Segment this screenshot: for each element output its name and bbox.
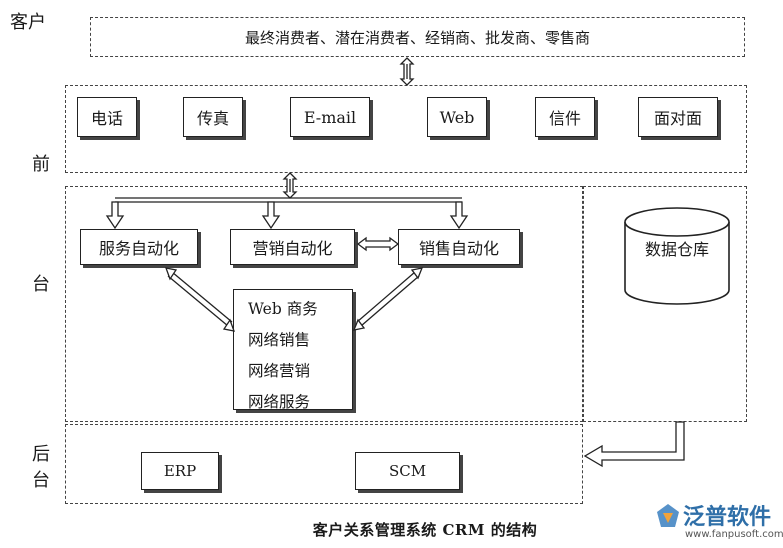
logo-icon [657, 504, 679, 527]
channels-region [65, 85, 747, 173]
label-back-1: 后 [32, 444, 50, 465]
front-office-region [65, 186, 583, 422]
watermark-logo: 泛普软件 www.fanpusoft.com [655, 497, 783, 545]
service-automation-box: 服务自动化 [80, 229, 198, 265]
web-services-list: Web 商务 网络销售 网络营销 网络服务 [233, 289, 353, 411]
logo-name: 泛普软件 [683, 505, 772, 530]
channel-email: E-mail [290, 97, 370, 137]
back-office-region [65, 424, 583, 504]
label-front-1: 前 [32, 154, 50, 175]
arrow-service-list [164, 267, 236, 332]
customer-row-text: 最终消费者、潜在消费者、经销商、批发商、零售商 [244, 28, 590, 47]
data-warehouse-label: 数据仓库 [644, 240, 709, 259]
web-list-item: 网络销售 [248, 331, 311, 349]
data-warehouse-cylinder [624, 207, 730, 305]
arrow-marketing-sales [356, 236, 400, 252]
marketing-automation-box: 营销自动化 [230, 229, 355, 265]
web-list-item: 网络营销 [248, 362, 311, 380]
erp-box: ERP [141, 452, 219, 490]
channel-face-to-face: 面对面 [638, 97, 718, 137]
arrows-to-automation [105, 201, 469, 230]
arrow-channels-front [282, 172, 298, 199]
sales-automation-box: 销售自动化 [398, 229, 520, 265]
label-front-2: 台 [32, 274, 50, 295]
channel-web: Web [427, 97, 487, 137]
channel-fax: 传真 [183, 97, 243, 137]
scm-box: SCM [355, 452, 460, 490]
label-customer: 客户 [10, 12, 46, 33]
arrow-customer-channels [399, 57, 415, 86]
customer-row-box [90, 17, 745, 57]
channel-phone: 电话 [77, 97, 137, 137]
web-list-item: 网络服务 [248, 393, 311, 411]
distribution-bar [115, 197, 462, 203]
diagram-caption: 客户关系管理系统 CRM 的结构 [312, 521, 538, 539]
label-back-2: 台 [32, 470, 50, 491]
data-warehouse-region [583, 186, 747, 422]
web-list-item: Web 商务 [248, 300, 318, 318]
channel-letter: 信件 [535, 97, 595, 137]
logo-url: www.fanpusoft.com [685, 529, 783, 540]
arrow-warehouse-backend [583, 421, 685, 468]
arrow-sales-list [352, 267, 424, 331]
